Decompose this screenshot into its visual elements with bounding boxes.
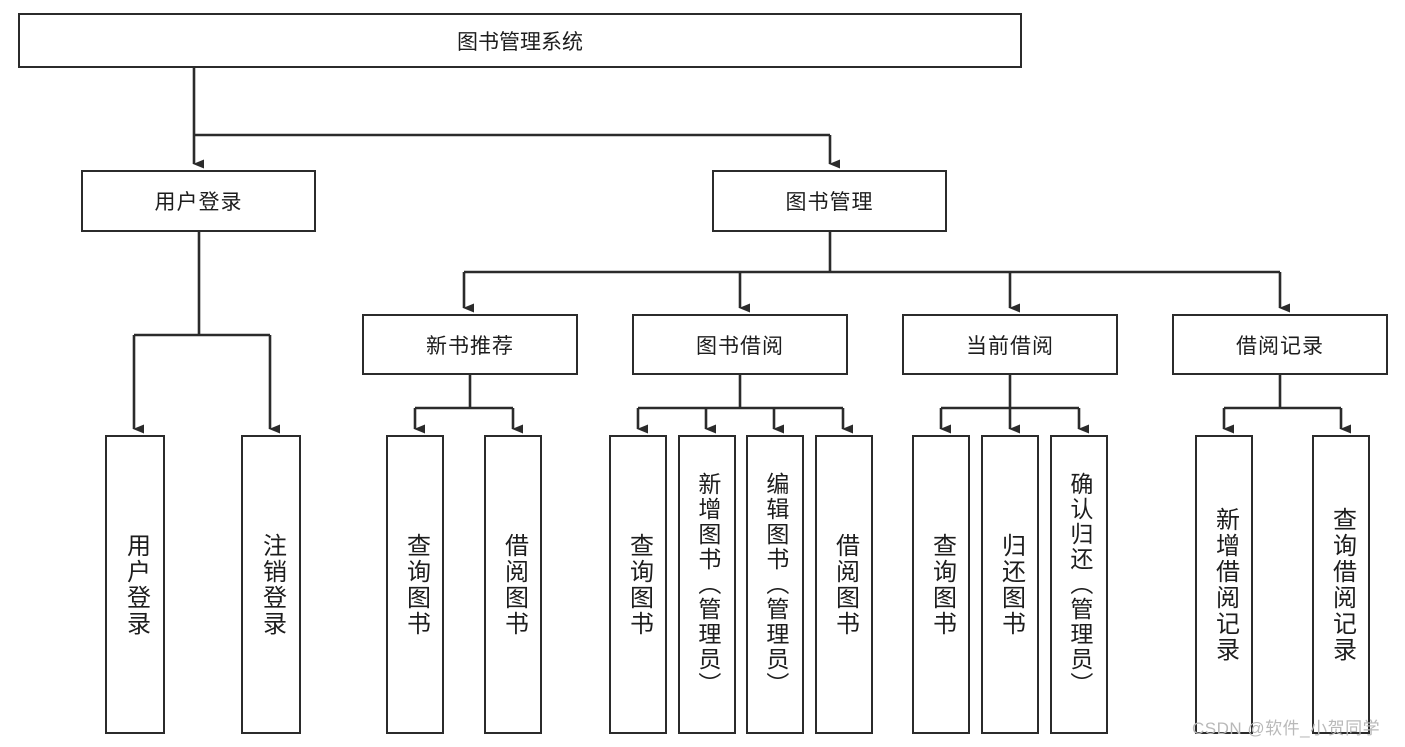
leaf-query-book-borrow[interactable]: 查询图书 <box>609 435 667 734</box>
node-user-login[interactable]: 用户登录 <box>81 170 316 232</box>
leaf-edit-book-admin[interactable]: 编辑图书（管理员） <box>746 435 804 734</box>
leaf-add-borrow-record[interactable]: 新增借阅记录 <box>1195 435 1253 734</box>
node-label: 用户登录 <box>122 532 150 637</box>
leaf-query-borrow-record[interactable]: 查询借阅记录 <box>1312 435 1370 734</box>
leaf-borrow-book-recommend[interactable]: 借阅图书 <box>484 435 542 734</box>
node-label: 借阅图书 <box>831 532 859 637</box>
leaf-user-login[interactable]: 用户登录 <box>105 435 165 734</box>
node-label: 图书管理 <box>785 191 874 214</box>
node-label: 确认归还（管理员） <box>1066 472 1093 697</box>
node-label: 编辑图书（管理员） <box>762 472 789 697</box>
node-label: 借阅记录 <box>1236 334 1324 358</box>
node-label: 用户登录 <box>154 191 243 214</box>
node-current-borrow[interactable]: 当前借阅 <box>902 314 1118 375</box>
leaf-borrow-book[interactable]: 借阅图书 <box>815 435 873 734</box>
node-book-borrow[interactable]: 图书借阅 <box>632 314 848 375</box>
leaf-query-book-recommend[interactable]: 查询图书 <box>386 435 444 734</box>
leaf-add-book-admin[interactable]: 新增图书（管理员） <box>678 435 736 734</box>
node-label: 图书借阅 <box>696 334 784 358</box>
leaf-confirm-return-admin[interactable]: 确认归还（管理员） <box>1050 435 1108 734</box>
node-root-system[interactable]: 图书管理系统 <box>18 13 1022 68</box>
leaf-query-book-current[interactable]: 查询图书 <box>912 435 970 734</box>
node-new-book-recommend[interactable]: 新书推荐 <box>362 314 578 375</box>
node-label: 查询图书 <box>928 532 956 637</box>
node-label: 新增借阅记录 <box>1211 506 1239 663</box>
node-label: 归还图书 <box>997 532 1025 637</box>
node-label: 新书推荐 <box>426 334 514 358</box>
leaf-return-book[interactable]: 归还图书 <box>981 435 1039 734</box>
leaf-logout[interactable]: 注销登录 <box>241 435 301 734</box>
node-label: 图书管理系统 <box>457 30 583 54</box>
node-label: 查询借阅记录 <box>1328 506 1356 663</box>
node-label: 新增图书（管理员） <box>694 472 721 697</box>
node-label: 借阅图书 <box>500 532 528 637</box>
node-label: 当前借阅 <box>966 334 1054 358</box>
node-label: 查询图书 <box>625 532 653 637</box>
node-label: 查询图书 <box>402 532 430 637</box>
node-label: 注销登录 <box>258 532 286 637</box>
node-book-management[interactable]: 图书管理 <box>712 170 947 232</box>
watermark-text: CSDN @软件_小贺同学 <box>1192 719 1381 738</box>
node-borrow-record[interactable]: 借阅记录 <box>1172 314 1388 375</box>
